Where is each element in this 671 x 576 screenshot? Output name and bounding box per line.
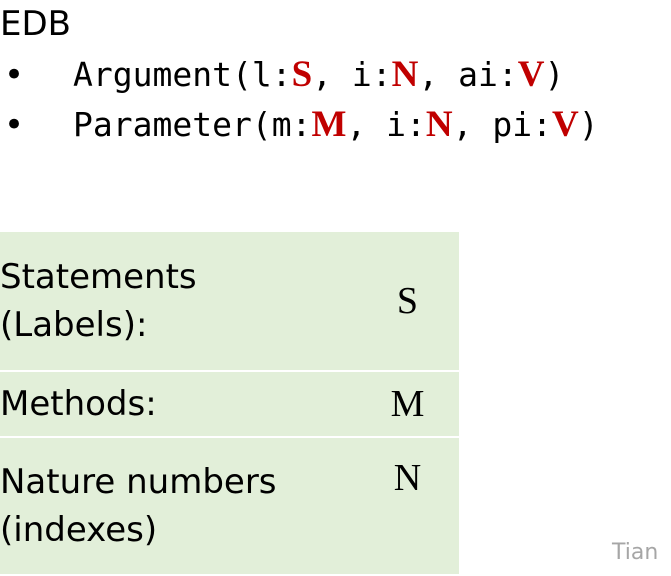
relation-signature-parameter: Parameter(m:M, i:N, pi:V): [73, 100, 599, 150]
relation-open: Argument(: [73, 55, 252, 94]
arg-separator: ,: [452, 105, 493, 144]
domain-table: Statements (Labels): S Methods: M Nature …: [0, 232, 459, 576]
arg-label: i:: [386, 105, 426, 144]
domain-symbol: M: [356, 371, 459, 438]
domain-symbol: S: [356, 232, 459, 372]
domain-name-detail: (indexes): [0, 510, 158, 550]
relation-open: Parameter(: [73, 105, 272, 144]
domain-name-detail: (Labels):: [0, 305, 148, 345]
domain-name: Statements: [0, 257, 197, 297]
relation-signature-argument: Argument(l:S, i:N, ai:V): [73, 50, 564, 100]
arg-separator: ,: [346, 105, 387, 144]
bullet-marker: •: [4, 105, 25, 145]
arg-type-variable: V: [517, 54, 545, 95]
arg-separator: ,: [418, 55, 459, 94]
arg-type-statement: S: [291, 54, 313, 95]
arg-label: ai:: [458, 55, 518, 94]
arg-separator: ,: [312, 55, 352, 94]
table-row-nature-numbers: Nature numbers (indexes) N: [0, 437, 459, 576]
domain-name: Methods:: [0, 384, 157, 424]
domain-symbol: N: [356, 437, 459, 576]
arg-label: i:: [351, 55, 392, 94]
arg-label: pi:: [492, 105, 552, 144]
table-row-methods: Methods: M: [0, 371, 459, 438]
bullet-marker: •: [4, 55, 25, 95]
domain-name-cell: Methods:: [0, 371, 356, 438]
domain-name: Nature numbers: [0, 462, 277, 502]
table-row-statements: Statements (Labels): S: [0, 232, 459, 372]
arg-label: l:: [251, 55, 292, 94]
arg-type-variable: V: [551, 104, 579, 145]
arg-type-number: N: [391, 54, 419, 95]
arg-label: m:: [271, 105, 312, 144]
arg-type-method: M: [311, 104, 347, 145]
arg-type-number: N: [425, 104, 453, 145]
relation-close: ): [578, 105, 599, 144]
edb-heading: EDB: [0, 4, 71, 44]
domain-name-cell: Statements (Labels):: [0, 232, 356, 372]
footer-author: Tian: [612, 540, 659, 565]
domain-name-cell: Nature numbers (indexes): [0, 437, 356, 576]
relation-close: ): [544, 55, 565, 94]
